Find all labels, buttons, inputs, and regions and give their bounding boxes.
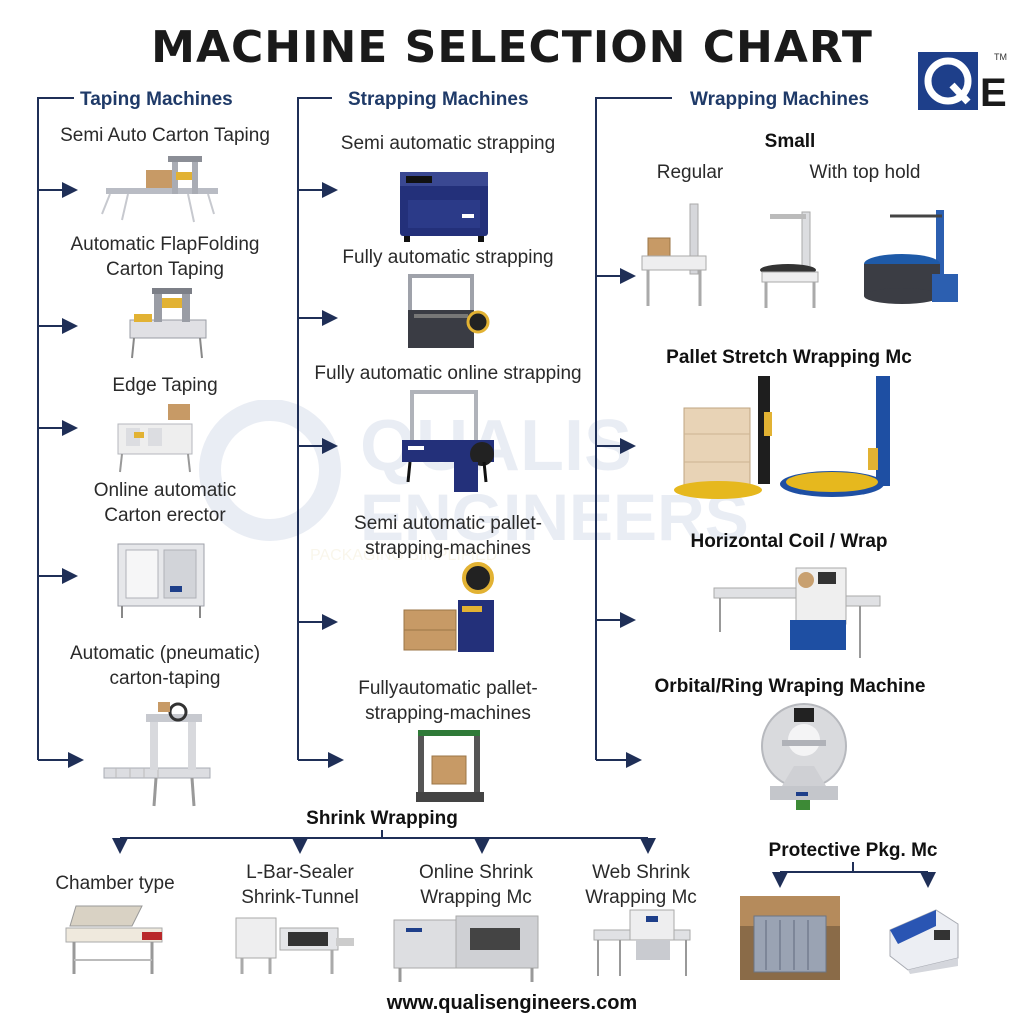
strapping-heading: Strapping Machines xyxy=(348,89,529,110)
taping-item-1-label: Semi Auto Carton Taping xyxy=(60,125,270,146)
automatic-flapfolding-image xyxy=(129,288,207,359)
strapping-item-1-label: Semi automatic strapping xyxy=(340,133,556,154)
top-hold-wrapper-image xyxy=(760,211,819,308)
svg-text:TM: TM xyxy=(994,52,1007,62)
l-bar-sealer-image xyxy=(235,917,354,974)
regular-wrapper-image xyxy=(641,203,707,306)
semi-automatic-strapping-image xyxy=(400,172,488,242)
protective-machine-2-image xyxy=(889,909,959,974)
orbital-ring-label: Orbital/Ring Wraping Machine xyxy=(654,676,926,697)
online-strapping-image xyxy=(402,390,494,492)
pneumatic-carton-taping-image xyxy=(103,702,211,807)
wrapping-heading: Wrapping Machines xyxy=(690,89,870,110)
svg-text:E: E xyxy=(980,71,1007,112)
turntable-wrapper-image xyxy=(864,210,958,304)
wrapping-top-hold-label: With top hold xyxy=(809,162,921,183)
carton-erector-image xyxy=(117,543,205,618)
shrink-item-1-label: Chamber type xyxy=(55,873,175,894)
orbital-wrapper-image xyxy=(761,703,847,810)
pallet-stretch-wrapper-image xyxy=(674,376,890,499)
semi-auto-carton-taping-image xyxy=(101,156,218,223)
footer-url: www.qualisengineers.com xyxy=(386,992,638,1014)
protective-machine-1-image xyxy=(740,896,840,980)
shrink-heading: Shrink Wrapping xyxy=(306,808,458,829)
chamber-type-image xyxy=(65,905,163,974)
taping-item-5-label: Automatic (pneumatic)carton-taping xyxy=(69,643,261,689)
wrapping-regular-label: Regular xyxy=(656,162,724,183)
semi-auto-pallet-strapping-image xyxy=(403,562,494,652)
qe-logo: E TM xyxy=(918,52,1007,112)
fully-auto-pallet-strapping-image xyxy=(416,730,484,802)
protective-heading: Protective Pkg. Mc xyxy=(768,840,938,861)
strapping-item-2-label: Fully automatic strapping xyxy=(342,247,554,268)
web-shrink-image xyxy=(593,909,691,976)
horizontal-coil-label: Horizontal Coil / Wrap xyxy=(690,531,888,552)
horizontal-wrapper-image xyxy=(713,567,881,658)
online-shrink-image xyxy=(393,915,539,982)
pallet-stretch-label: Pallet Stretch Wrapping Mc xyxy=(666,347,912,368)
page-title: MACHINE SELECTION CHART xyxy=(151,22,873,73)
fully-automatic-strapping-image xyxy=(408,274,490,348)
strapping-item-4-label: Semi automatic pallet-strapping-machines xyxy=(354,513,542,559)
wrapping-small-label: Small xyxy=(764,131,816,152)
strapping-item-5-label: Fullyautomatic pallet-strapping-machines xyxy=(358,678,538,724)
taping-heading: Taping Machines xyxy=(80,89,233,110)
edge-taping-image xyxy=(117,404,193,473)
strapping-item-3-label: Fully automatic online strapping xyxy=(314,363,582,384)
taping-item-3-label: Edge Taping xyxy=(112,375,218,396)
